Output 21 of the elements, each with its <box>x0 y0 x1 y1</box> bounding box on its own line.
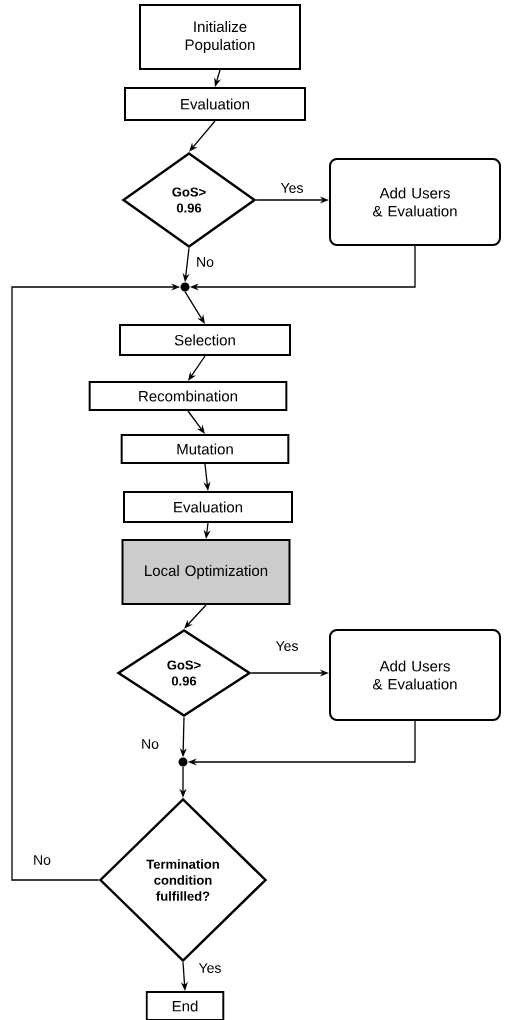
edge-label: No <box>32 854 52 866</box>
process-box: End <box>145 991 225 1020</box>
arrow <box>184 604 207 629</box>
edge-label: No <box>195 256 215 268</box>
process-box: Mutation <box>120 434 290 464</box>
process-box: Selection <box>119 324 291 356</box>
arrow <box>188 355 206 381</box>
edge-label: No <box>140 738 160 750</box>
arrow <box>189 120 216 152</box>
edge-label: Yes <box>197 962 223 974</box>
process-box: Local Optimization <box>121 539 291 605</box>
process-box: Initialize Population <box>139 4 301 70</box>
arrow <box>184 291 205 324</box>
edge-label: Yes <box>279 182 305 194</box>
process-box: Evaluation <box>123 491 293 523</box>
process-box: Add Users & Evaluation <box>329 158 501 246</box>
process-box: Add Users & Evaluation <box>329 629 501 721</box>
arrow <box>187 410 205 434</box>
process-box: Recombination <box>88 381 288 411</box>
process-box: Evaluation <box>124 87 306 121</box>
edge-label: Yes <box>274 640 300 652</box>
